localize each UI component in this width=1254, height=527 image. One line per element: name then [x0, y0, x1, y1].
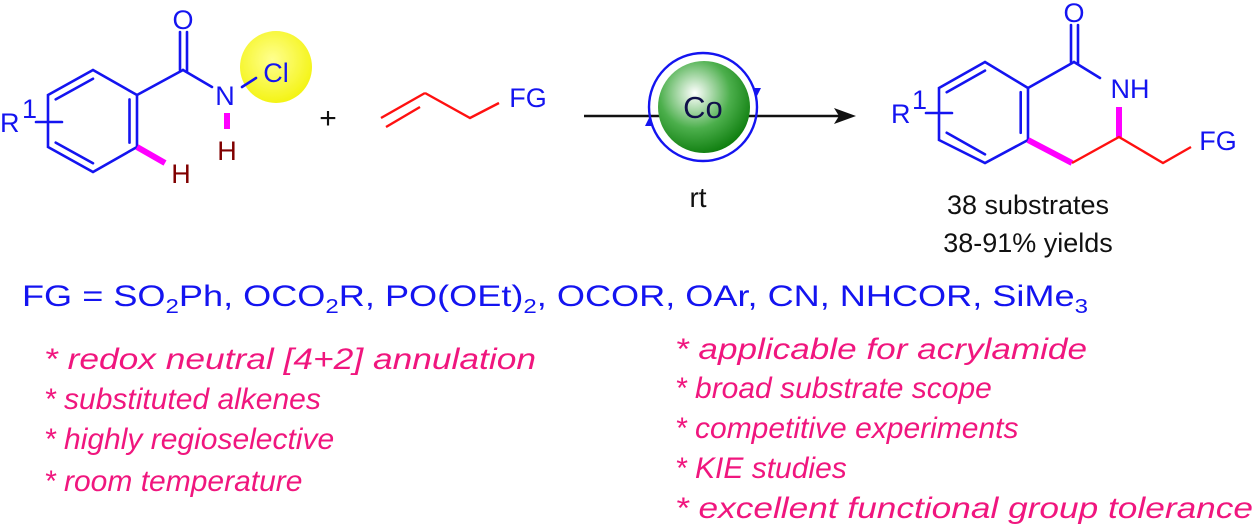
reactant-n-chlorobenzamide: R 1 O N Cl H H: [0, 5, 312, 189]
chlorine-highlight-circle: [240, 31, 312, 103]
reactant-alkene: FG: [380, 83, 547, 129]
n-hydrogen-label: H: [217, 136, 237, 166]
product-fg-label: FG: [1199, 126, 1237, 156]
substituent-label: R: [0, 108, 20, 138]
product-substituent-label: R: [891, 99, 911, 129]
substituent-superscript: 1: [22, 94, 37, 124]
feature-item: * KIE studies: [675, 452, 847, 485]
features-left: * redox neutral [4+2] annulation * subst…: [44, 343, 536, 498]
carbonyl-nitrogen-bond: [1072, 60, 1102, 80]
fg-text: , OCOR, OAr, CN, NHCOR, SiMe: [537, 280, 1075, 313]
oxygen-label: O: [172, 5, 193, 35]
fg-text: FG = SO: [22, 280, 166, 313]
fg-subscript: 2: [325, 296, 338, 318]
yield-range: 38-91% yields: [943, 228, 1113, 258]
feature-item: * excellent functional group tolerance: [675, 492, 1253, 525]
product-substituent-superscript: 1: [912, 85, 927, 115]
new-c-c-bond-highlight: [1026, 137, 1074, 166]
product-dihydroisoquinolinone: R 1 O NH FG 38 substrates 38-91% yields: [891, 0, 1237, 258]
cobalt-catalyst-sphere: [658, 61, 750, 153]
fg-text: R, PO(OEt): [339, 280, 524, 313]
inner-double-bond: [54, 141, 95, 165]
inner-double-bond: [54, 77, 95, 101]
c-h-bond-highlight: [135, 144, 167, 166]
fg-text: Ph, OCO: [179, 280, 326, 313]
alkene-derived-chain: [1071, 135, 1192, 165]
alkene-chain: [424, 91, 500, 120]
feature-item: * broad substrate scope: [675, 372, 992, 405]
feature-item: * substituted alkenes: [44, 383, 321, 416]
arrow-head-icon: [834, 108, 856, 124]
catalytic-cycle-ring: [647, 51, 759, 163]
chlorine-label: Cl: [263, 58, 289, 88]
nitrogen-chlorine-bond: [240, 76, 258, 89]
aryl-carbonyl-bond: [1026, 60, 1076, 90]
inner-double-bond: [945, 69, 987, 94]
inner-double-bond: [945, 131, 987, 156]
features-right: * applicable for acrylamide * broad subs…: [675, 333, 1253, 525]
alkene-double-bond: [380, 91, 426, 120]
alkene-fg-label: FG: [509, 83, 547, 113]
reaction-arrow: Co rt: [584, 51, 856, 213]
feature-item: * competitive experiments: [675, 412, 1018, 445]
aryl-carbonyl-bond: [135, 68, 185, 97]
catalyst-label: Co: [683, 90, 723, 125]
feature-item: * highly regioselective: [44, 423, 334, 456]
substrate-count: 38 substrates: [947, 190, 1109, 220]
cycle-arrowhead-icon: [645, 118, 653, 126]
feature-item: * room temperature: [44, 465, 302, 498]
aryl-hydrogen-label: H: [171, 159, 191, 189]
fg-subscript: 3: [1075, 296, 1088, 318]
product-oxygen-label: O: [1063, 0, 1084, 28]
nitrogen-label: N: [215, 81, 235, 111]
carbonyl-nitrogen-bond: [181, 68, 214, 89]
feature-item: * applicable for acrylamide: [675, 333, 1087, 366]
alkene-double-bond: [385, 105, 421, 129]
condition-label: rt: [689, 182, 706, 213]
cycle-arrowhead-icon: [753, 88, 761, 96]
plus-sign: +: [319, 102, 337, 135]
fg-subscript: 2: [166, 296, 179, 318]
fg-subscript: 2: [523, 296, 536, 318]
feature-item: * redox neutral [4+2] annulation: [44, 343, 536, 376]
product-nh-label: NH: [1111, 74, 1150, 104]
